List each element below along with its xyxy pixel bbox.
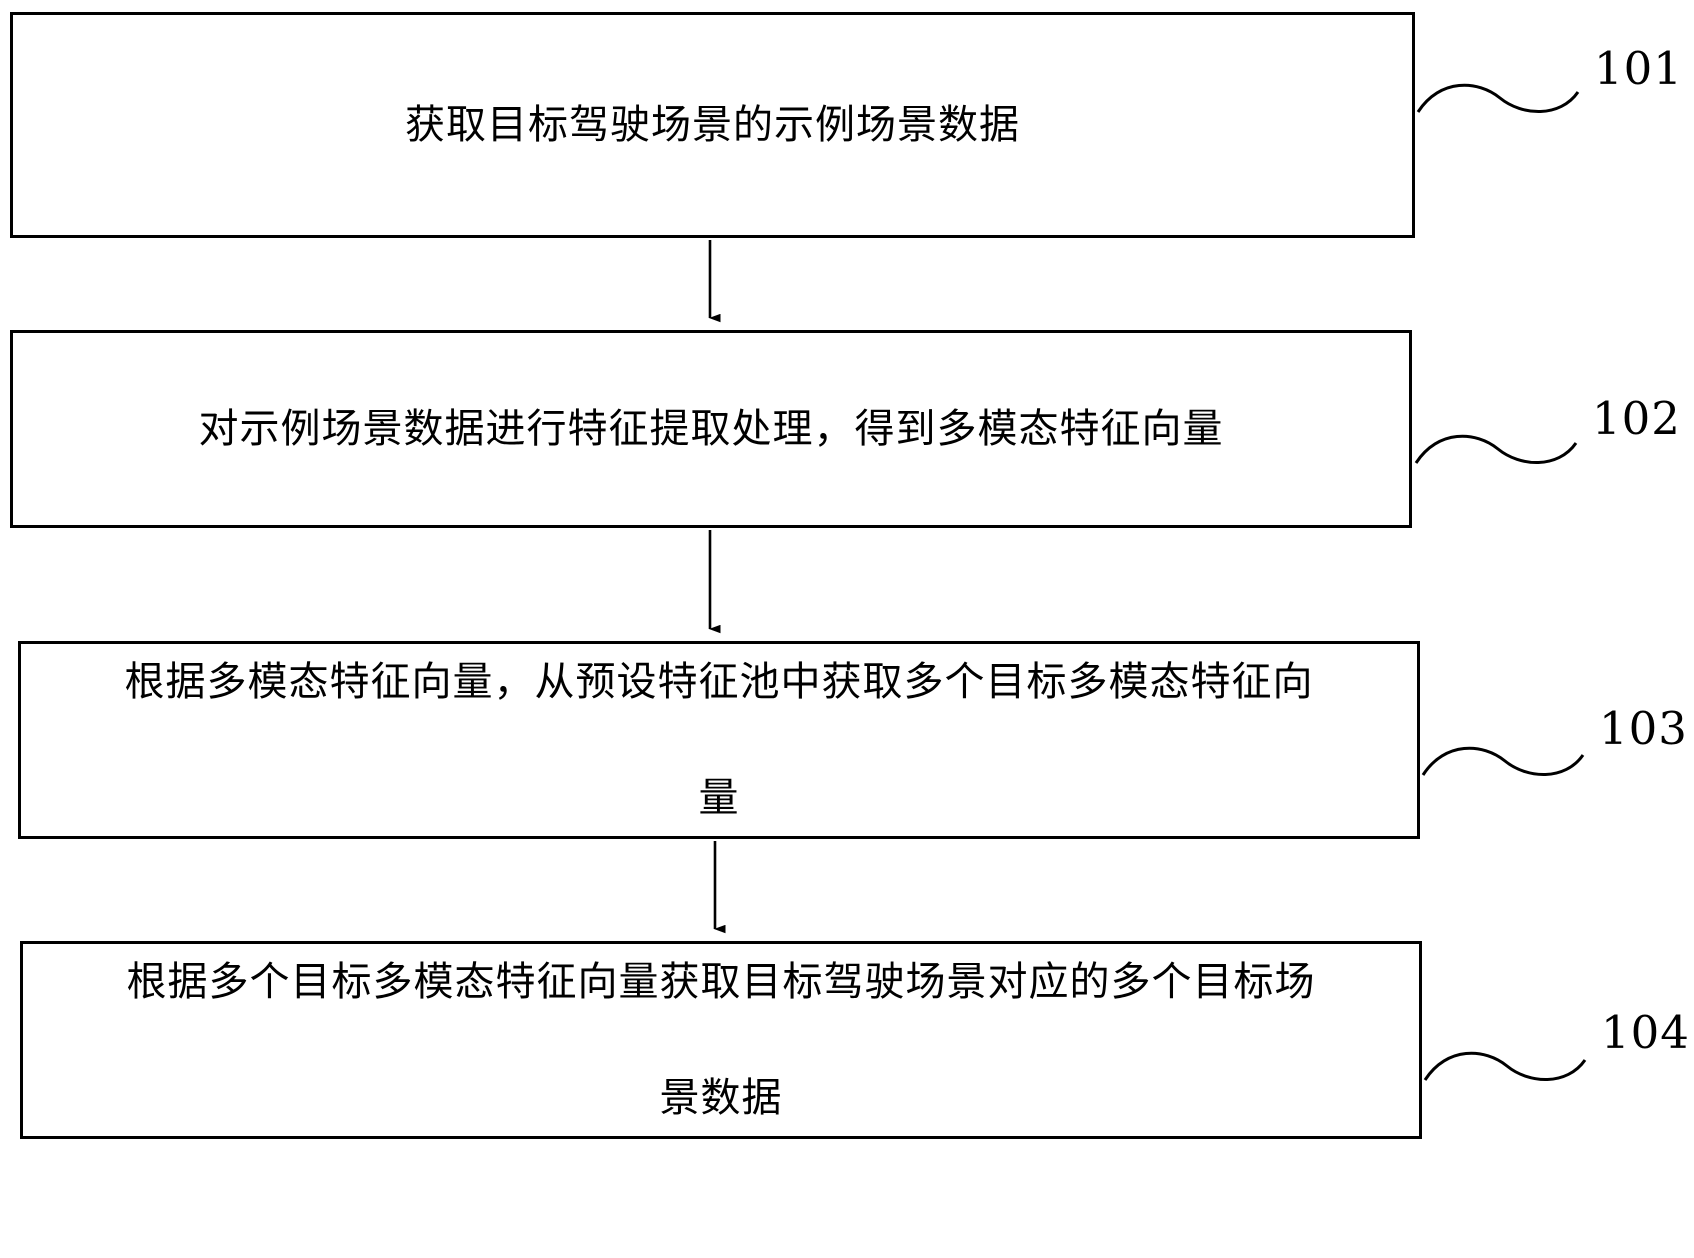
reference-number-102: 102 [1592,392,1681,445]
leader-squiggle-101 [1416,83,1580,113]
flow-step-box-104[interactable]: 根据多个目标多模态特征向量获取目标驾驶场景对应的多个目标场 景数据 [20,941,1422,1139]
flow-step-text-104-line-2: 景数据 [659,1075,783,1121]
flow-step-box-103[interactable]: 根据多模态特征向量，从预设特征池中获取多个目标多模态特征向 量 [18,641,1420,839]
leader-squiggle-104 [1423,1051,1587,1081]
leader-squiggle-102 [1414,434,1578,464]
flow-step-text-103-wrap: 根据多模态特征向量，从预设特征池中获取多个目标多模态特征向 量 [99,595,1340,885]
flow-step-text-102: 对示例场景数据进行特征提取处理，得到多模态特征向量 [198,406,1224,452]
flow-step-text-104-wrap: 根据多个目标多模态特征向量获取目标驾驶场景对应的多个目标场 景数据 [101,895,1342,1185]
flow-step-text-103-line-1: 根据多模态特征向量，从预设特征池中获取多个目标多模态特征向 [124,659,1314,705]
flow-step-box-102[interactable]: 对示例场景数据进行特征提取处理，得到多模态特征向量 [10,330,1412,528]
flow-step-box-101[interactable]: 获取目标驾驶场景的示例场景数据 [10,12,1415,238]
flow-step-text-101: 获取目标驾驶场景的示例场景数据 [405,102,1020,148]
reference-number-104: 104 [1601,1006,1690,1059]
flow-step-text-103-line-2: 量 [698,775,740,821]
reference-number-103: 103 [1599,702,1688,755]
reference-number-101: 101 [1594,42,1683,95]
leader-squiggle-103 [1421,746,1585,776]
flow-step-text-104-line-1: 根据多个目标多模态特征向量获取目标驾驶场景对应的多个目标场 [126,959,1316,1005]
